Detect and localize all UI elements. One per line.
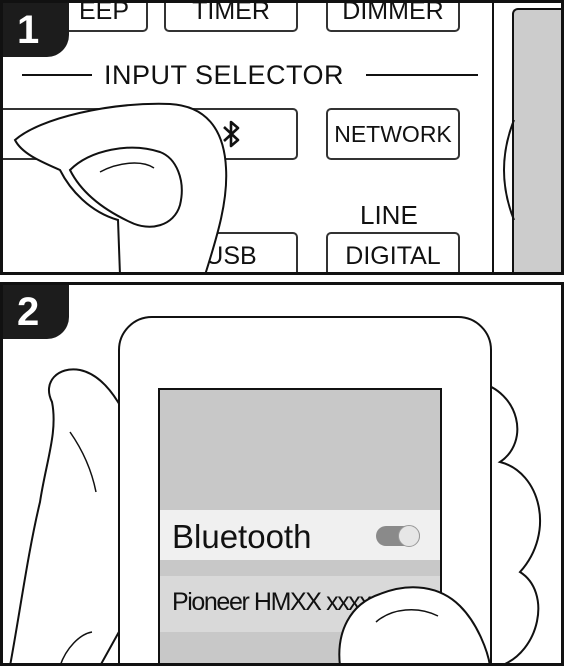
device-side-panel <box>512 8 564 275</box>
step2-panel: 2 Bluetooth Pioneer HMXX xxxxxx <box>0 282 564 666</box>
step1-badge: 1 <box>3 3 69 57</box>
dimmer-button[interactable]: DIMMER <box>326 0 460 32</box>
step2-badge: 2 <box>3 285 69 339</box>
network-button-label: NETWORK <box>334 120 452 147</box>
finger-illustration <box>13 102 228 275</box>
timer-button[interactable]: TIMER <box>164 0 298 32</box>
timer-button-label: TIMER <box>192 0 270 25</box>
device-knob <box>503 120 515 220</box>
bluetooth-icon <box>223 120 240 148</box>
digital-button[interactable]: DIGITAL <box>326 232 460 275</box>
device-divider <box>492 0 494 275</box>
bluetooth-setting-label: Bluetooth <box>172 518 312 555</box>
digital-button-label: DIGITAL <box>345 242 441 270</box>
section-line-right <box>366 74 478 76</box>
bluetooth-setting-row[interactable]: Bluetooth <box>160 510 440 560</box>
sleep-button-label: EEP <box>78 0 130 25</box>
sleep-button[interactable]: EEP <box>60 0 148 32</box>
input-selector-label: INPUT SELECTOR <box>104 60 345 90</box>
section-line-left <box>22 74 92 76</box>
bluetooth-toggle[interactable] <box>376 525 420 547</box>
bluetooth-toggle-knob <box>398 525 420 547</box>
dimmer-button-label: DIMMER <box>342 0 444 25</box>
network-button[interactable]: NETWORK <box>326 108 460 160</box>
tapping-finger-illustration <box>59 586 492 666</box>
line-label: LINE <box>360 200 418 230</box>
step1-panel: 1 EEP TIMER DIMMER INPUT SELECTOR CD NET… <box>0 0 564 275</box>
